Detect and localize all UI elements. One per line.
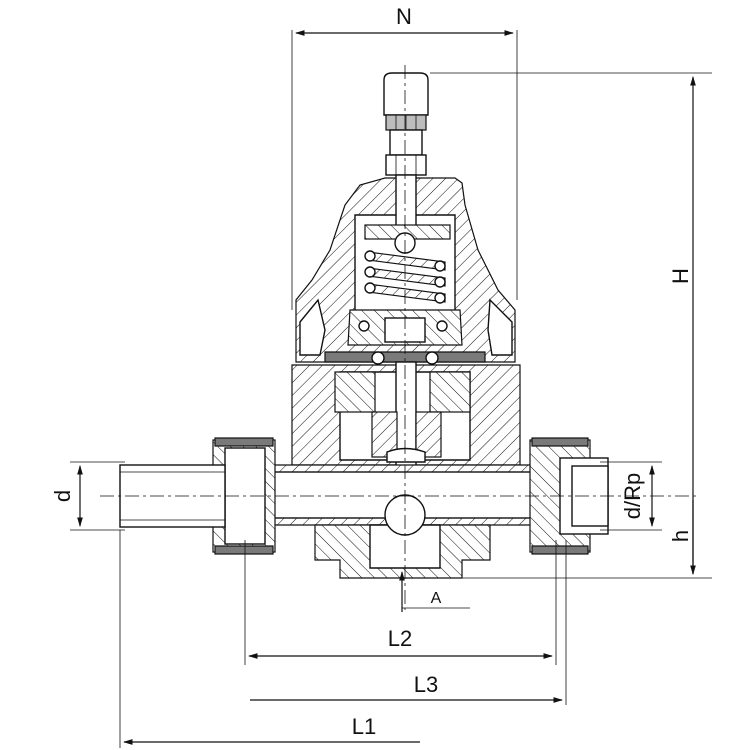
dimension-label-l3: L3 <box>414 672 438 697</box>
dimension-label-d-rp: d/Rp <box>620 473 645 519</box>
dimension-label-h-small: h <box>668 530 693 542</box>
section-arrow-a: A <box>399 571 470 612</box>
dimension-h: H <box>430 72 712 579</box>
dimension-label-a: A <box>431 590 442 607</box>
dimension-label-n: N <box>396 4 412 29</box>
dimension-label-l2: L2 <box>388 626 412 651</box>
center-lines <box>100 65 700 610</box>
spring <box>364 224 451 304</box>
dimension-l3: L3 <box>250 540 567 705</box>
adjusting-cap <box>383 72 429 231</box>
dimension-h-small: h <box>668 500 694 574</box>
dimension-label-h: H <box>668 268 693 284</box>
dimension-label-l1: L1 <box>352 714 376 739</box>
dimension-l2: L2 <box>244 540 557 665</box>
dimension-label-d: d <box>50 490 75 502</box>
dimension-d: d <box>50 461 125 531</box>
dimension-d-rp: d/Rp <box>600 461 662 531</box>
dimension-n: N <box>291 4 518 310</box>
dimension-l1: L1 <box>119 530 420 748</box>
